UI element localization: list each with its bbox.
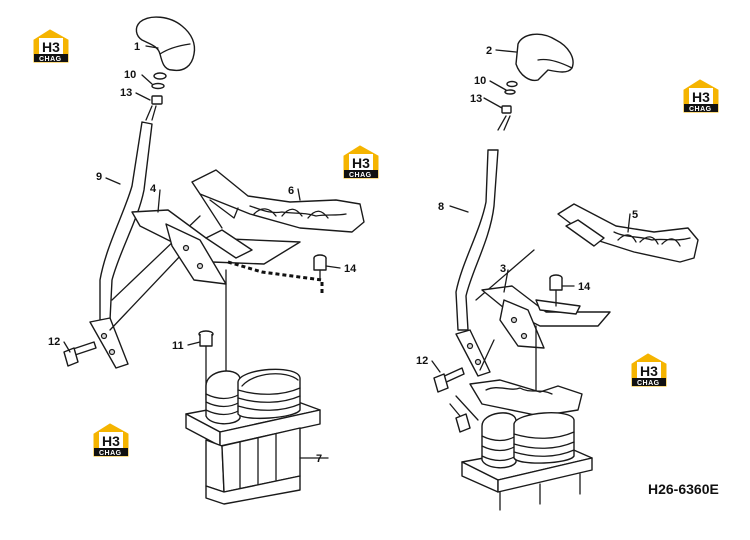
svg-text:CHAG: CHAG (637, 380, 660, 387)
callout-6: 6 (288, 185, 294, 197)
washer-right (504, 89, 516, 95)
lever-rod-left (89, 105, 157, 369)
brand-logo: H3 CHAG (631, 353, 667, 387)
svg-text:CHAG: CHAG (349, 172, 372, 179)
brand-logo: H3 CHAG (343, 145, 379, 179)
callout-13: 13 (120, 87, 132, 99)
callout-9: 9 (96, 171, 102, 183)
bolt-left (63, 341, 97, 367)
lock-nut-right (501, 105, 512, 114)
callout-12: 12 (48, 336, 60, 348)
bolt-11 (198, 330, 214, 401)
callout-10: 10 (124, 69, 136, 81)
dashed-assembly-line-left (227, 260, 324, 296)
control-knob-right (506, 33, 574, 88)
callout-5: 5 (632, 209, 638, 221)
drawing-code: H26-6360E (648, 481, 719, 497)
svg-text:H3: H3 (692, 89, 710, 105)
bracket-left (131, 209, 301, 285)
svg-text:CHAG: CHAG (99, 450, 122, 457)
lower-pedal-right (449, 379, 583, 433)
callout-10: 10 (474, 75, 486, 87)
callout-7: 7 (316, 453, 322, 465)
cap-screw-left (313, 254, 327, 281)
callout-14: 14 (578, 281, 591, 293)
foot-pedal-left (191, 169, 365, 233)
foot-pedal-right (557, 203, 699, 263)
callout-8: 8 (438, 201, 444, 213)
svg-text:H3: H3 (102, 433, 120, 449)
brand-logo: H3 CHAG (683, 79, 719, 113)
callout-13: 13 (470, 93, 482, 105)
control-knob-left (135, 16, 196, 80)
svg-text:CHAG: CHAG (689, 106, 712, 113)
callout-2: 2 (486, 45, 492, 57)
svg-text:H3: H3 (352, 155, 370, 171)
lever-rod-right (455, 115, 511, 377)
callout-11: 11 (172, 340, 184, 352)
cap-screw-right (549, 274, 563, 307)
brand-logo: H3 CHAG (93, 423, 129, 457)
callout-12: 12 (416, 355, 428, 367)
callout-1: 1 (134, 41, 140, 53)
bracket-right (481, 285, 611, 349)
callout-14: 14 (344, 263, 357, 275)
brand-logo: H3 CHAG (33, 29, 69, 63)
washer-left (151, 82, 165, 90)
callout-3: 3 (500, 263, 506, 275)
svg-text:CHAG: CHAG (39, 56, 62, 63)
leader-lines (63, 45, 631, 459)
bolt-right (433, 367, 465, 393)
callout-4: 4 (150, 183, 157, 195)
lock-nut-left (151, 95, 163, 105)
svg-text:H3: H3 (640, 363, 658, 379)
svg-text:H3: H3 (42, 39, 60, 55)
control-valve-right (461, 412, 593, 511)
control-valve-left (185, 368, 321, 505)
